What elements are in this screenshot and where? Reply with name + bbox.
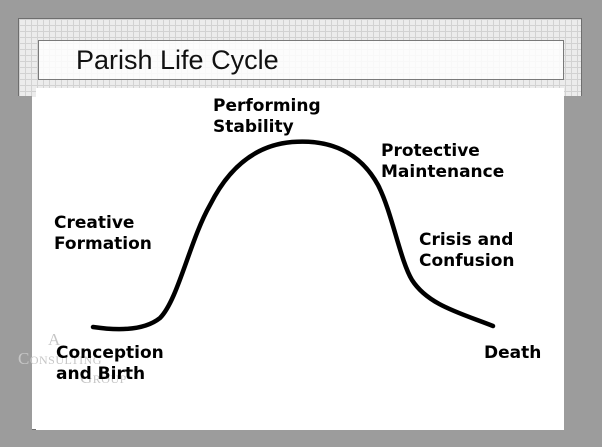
watermark-logo: A Consulting Group — [18, 330, 127, 387]
slide-title: Parish Life Cycle — [76, 45, 279, 75]
watermark-line-3: Group — [80, 368, 127, 387]
watermark-line-1: A — [48, 330, 61, 349]
stage-performing-stability-label: Performing Stability — [213, 96, 321, 137]
stage-protective-maintenance-label: Protective Maintenance — [381, 141, 505, 182]
left-gray-band — [18, 96, 32, 430]
stage-crisis-confusion-label: Crisis and Confusion — [419, 230, 515, 271]
stage-conception-label: Conception and Birth — [56, 343, 164, 384]
right-gray-band — [564, 96, 582, 430]
stage-death-label: Death — [484, 343, 542, 363]
diagram-panel — [36, 88, 564, 430]
life-cycle-curve — [90, 139, 496, 332]
title-box — [38, 40, 564, 80]
watermark-line-2: Consulting — [18, 349, 102, 368]
stage-creative-formation-label: Creative Formation — [54, 213, 152, 254]
